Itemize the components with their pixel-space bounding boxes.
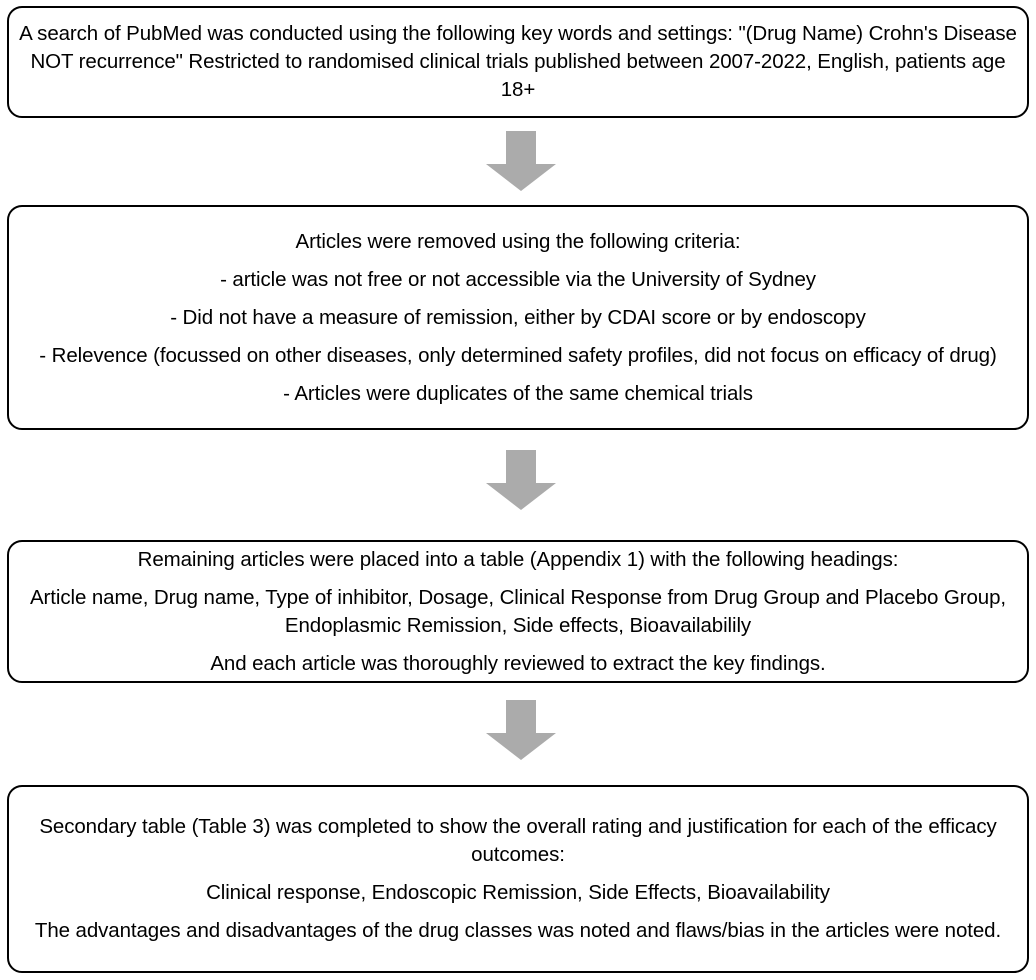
search-strategy-text: A search of PubMed was conducted using t…	[19, 22, 1017, 101]
exclusion-heading-text: Articles were removed using the followin…	[295, 229, 741, 253]
data-extraction-box: Remaining articles were placed into a ta…	[7, 540, 1029, 683]
down-arrow-icon	[486, 700, 556, 760]
secondary-table-box: Secondary table (Table 3) was completed …	[7, 785, 1029, 973]
exclusion-criterion-access-text: - article was not free or not accessible…	[220, 267, 816, 291]
secondary-outcomes-text: Clinical response, Endoscopic Remission,…	[206, 881, 830, 904]
down-arrow-icon	[486, 131, 556, 191]
secondary-heading-text: Secondary table (Table 3) was completed …	[39, 815, 997, 866]
exclusion-criterion-relevance-text: - Relevence (focussed on other diseases,…	[39, 343, 997, 367]
data-extraction-heading-text: Remaining articles were placed into a ta…	[137, 547, 899, 571]
data-extraction-headings-text: Article name, Drug name, Type of inhibit…	[29, 585, 1006, 637]
exclusion-criteria-box: Articles were removed using the followin…	[7, 205, 1029, 430]
data-extraction-review-text: And each article was thoroughly reviewed…	[210, 651, 826, 675]
exclusion-criterion-remission-text: - Did not have a measure of remission, e…	[170, 305, 866, 329]
secondary-notes-text: The advantages and disadvantages of the …	[34, 919, 1002, 942]
down-arrow-icon	[486, 450, 556, 510]
search-strategy-box: A search of PubMed was conducted using t…	[7, 6, 1029, 118]
exclusion-criterion-duplicates-text: - Articles were duplicates of the same c…	[283, 381, 753, 405]
